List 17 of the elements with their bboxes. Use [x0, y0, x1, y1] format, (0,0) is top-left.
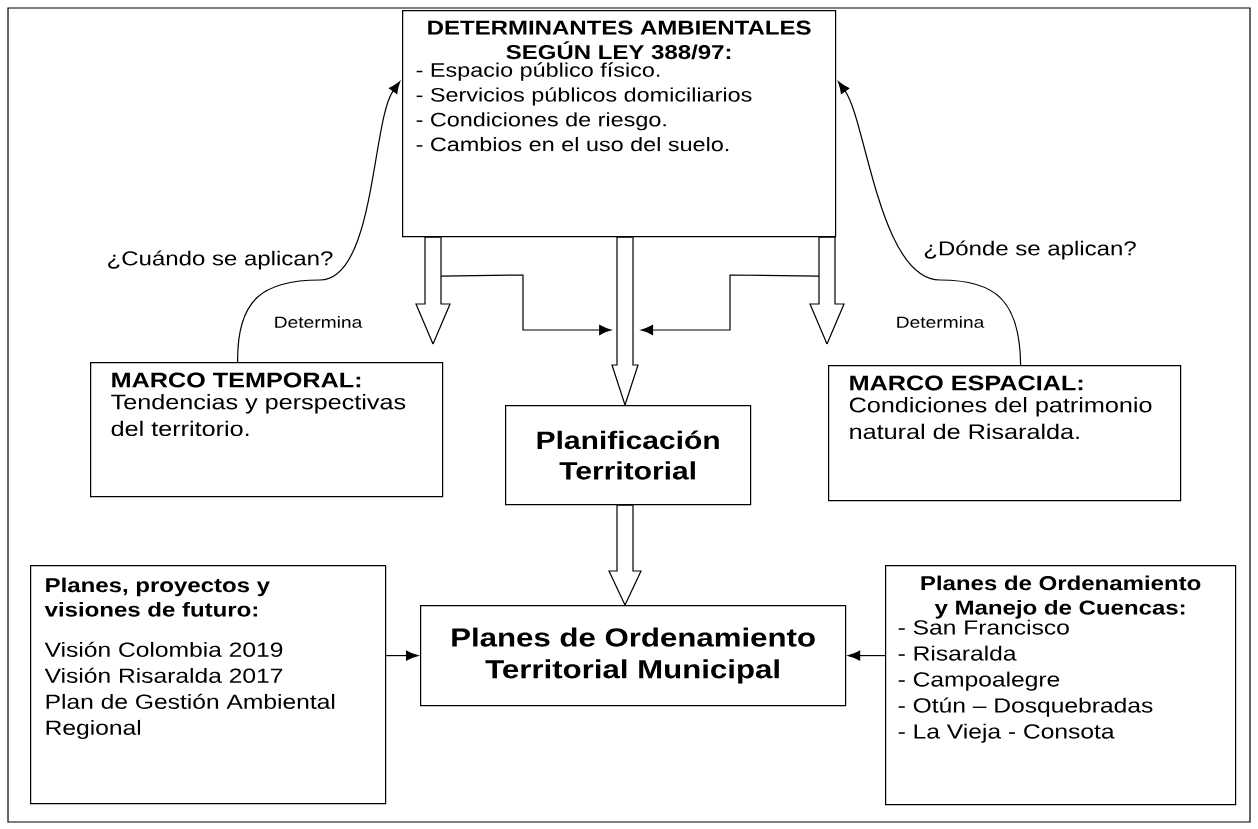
question-text: ¿Cuándo se aplican?	[108, 250, 333, 270]
text-box: DETERMINANTES AMBIENTALES SEGÚN LEY 388/97: - Espacio público físico. - Servicios públicos domiciliarios - Condiciones de riesgo. - Cambios en el uso del suelo.	[402, 10, 837, 238]
text-box: Planes de Ordenamiento y Manejo de Cuencas: - San Francisco - Risaralda - Campoalegre - Otún – Dosquebradas - La Vieja - Consota	[885, 565, 1237, 806]
text-box: MARCO TEMPORAL: Tendencias y perspectivas del territorio.	[90, 362, 444, 498]
text-box: MARCO ESPACIAL: Condiciones del patrimonio natural de Risaralda.	[828, 365, 1182, 502]
process-box: Planificación Territorial	[505, 405, 752, 506]
arrow	[848, 650, 886, 661]
text-box: Planes, proyectos y visiones de futuro: Visión Colombia 2019 Visión Risaralda 2017 Plan de Gestión Ambiental Regional	[30, 565, 387, 805]
question-text: ¿Dónde se aplican?	[924, 240, 1136, 260]
process-box: Planes de Ordenamiento Territorial Municipal	[420, 605, 847, 707]
arrow	[440, 274, 612, 336]
edge-label: Determina	[894, 315, 986, 329]
edge-label: Determina	[272, 315, 364, 329]
curved-arrow	[838, 81, 1022, 366]
arrow	[640, 274, 820, 336]
arrow	[385, 650, 419, 661]
curved-arrow	[237, 81, 401, 363]
